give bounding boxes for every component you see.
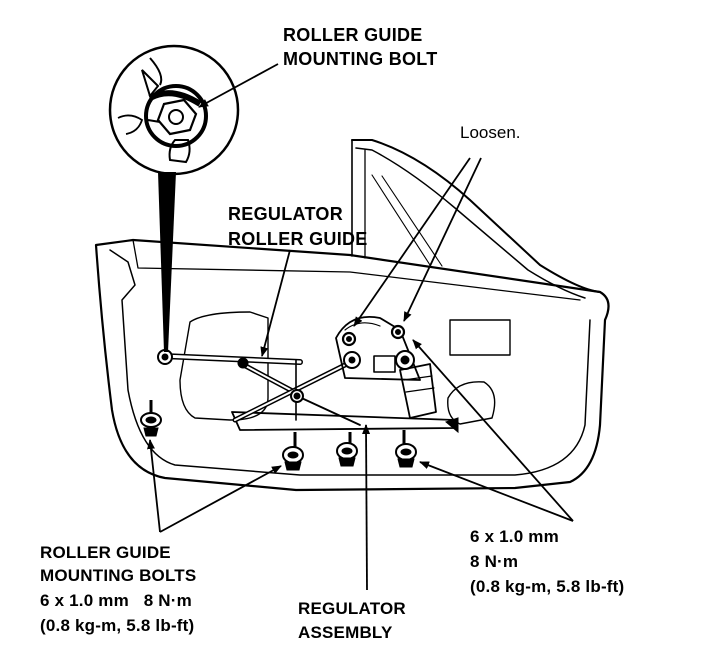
label-roller-guide-mounting-bolt-line2: MOUNTING BOLT [283,49,438,69]
label-roller-guide-mounting-bolt-line1: ROLLER GUIDE [283,25,423,45]
label-regulator-assembly-line2: ASSEMBLY [298,623,393,642]
arrow-loosen-left [353,157,471,327]
arrow-regulator-assembly [362,424,371,591]
label-regulator-bolts-spec: 6 x 1.0 mm [470,527,559,546]
arrow-torque-bolt [419,461,574,522]
bolt-center [336,432,358,467]
label-regulator-bolts-torque: (0.8 kg-m, 5.8 lb-ft) [470,577,625,596]
label-regulator-roller-guide-line1: REGULATOR [228,204,344,224]
arrow-rg-bolt-right [159,465,282,533]
label-regulator-roller-guide-line2: ROLLER GUIDE [228,229,368,249]
regulator-pivots [157,324,459,434]
mounting-bolts [140,400,417,471]
arrow-rg-bolt-left [146,439,161,533]
label-roller-guide-bolts-torque: (0.8 kg-m, 5.8 lb-ft) [40,616,195,635]
arrow-roller-guide [260,249,291,357]
door-panel [94,139,610,492]
label-regulator-bolts-nm: 8 N·m [470,552,519,571]
regulator-mechanism [160,316,456,431]
arrow-torque-pivot [412,339,574,522]
bolt-center-left [282,432,304,471]
arrow-mounting-bolt [198,63,279,108]
bolt-right [395,430,417,468]
label-roller-guide-mounting-bolts-line2: MOUNTING BOLTS [40,566,197,585]
label-loosen: Loosen. [460,123,521,142]
arrow-loosen-right [403,157,482,322]
label-roller-guide-mounting-bolts-line1: ROLLER GUIDE [40,543,171,562]
label-regulator-assembly-line1: REGULATOR [298,599,406,618]
bolt-left [140,400,162,437]
detail-callout [108,44,240,352]
leader-arrows [146,63,574,591]
label-roller-guide-bolts-spec: 6 x 1.0 mm 8 N·m [40,591,192,610]
